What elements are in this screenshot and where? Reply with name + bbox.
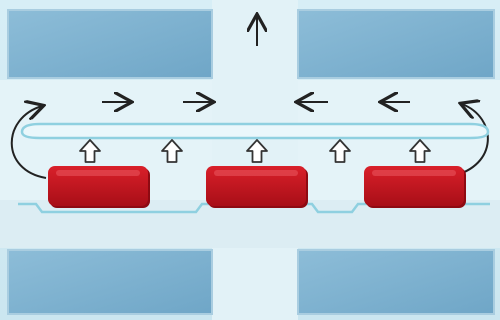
heat-up-hollow-arrow-icon: [161, 139, 183, 163]
block-bottom-left: [7, 249, 213, 315]
chips: [48, 166, 466, 208]
block-top-left: [7, 9, 213, 79]
chip: [48, 166, 150, 208]
recirculation-left-curved-arrow-icon: [10, 106, 46, 179]
heat-up-hollow-arrow-icon: [409, 139, 431, 163]
block-top-right: [297, 9, 495, 79]
chip: [364, 166, 466, 208]
cover-plate: [20, 122, 490, 140]
block-bottom-right: [297, 249, 495, 315]
recirculation-right-curved-arrow-icon: [451, 104, 489, 177]
chip: [206, 166, 308, 208]
heat-up-hollow-arrow-icon: [246, 139, 268, 163]
heat-up-hollow-arrow-icon: [329, 139, 351, 163]
heat-up-hollow-arrow-icon: [79, 139, 101, 163]
heat-up-arrows: [79, 139, 431, 163]
